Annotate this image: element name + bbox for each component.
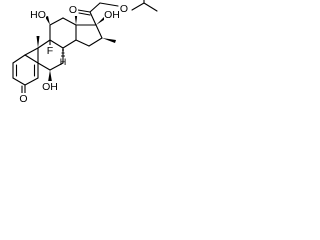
bond-c14-c8 — [62, 39, 77, 49]
bond-c16-c17 — [95, 24, 103, 39]
o21-bg — [119, 3, 129, 15]
bond-acyl-ch3 — [143, 2, 158, 12]
o3-bg — [19, 93, 29, 105]
atom-label-o-20: O — [69, 4, 77, 16]
atom-label-o-21: O — [120, 3, 128, 15]
wedge-c11-oh — [45, 16, 50, 25]
atom-label-oh-6: OH — [42, 81, 58, 93]
f-bg — [45, 45, 55, 57]
structure-drawing: HO F O OH H O OH O — [0, 0, 195, 146]
bond-c3-c4 — [24, 77, 39, 86]
bond-c12-c13 — [62, 17, 77, 26]
atom-label-h-8: H — [60, 57, 67, 67]
oh11-bg — [30, 9, 46, 21]
bond-c8-c9 — [49, 39, 64, 49]
bond-c11-c12 — [49, 17, 64, 26]
bond-c5-c10 — [24, 54, 39, 64]
wedge-c16-methyl — [102, 38, 116, 43]
bond-o-acyl — [131, 2, 145, 11]
molecule-svg: HO F O OH H O OH O — [12, 0, 158, 105]
atom-label-oh-17: OH — [104, 9, 120, 21]
bond-c2-c3 — [12, 77, 26, 86]
bond-c9-c10 — [37, 39, 51, 49]
atom-labels: HO F O OH H O OH O — [19, 3, 129, 105]
bond-c20-o-double — [78, 12, 91, 16]
o20-bg — [68, 4, 78, 16]
ring-d — [75, 24, 116, 47]
bond-c17-c20 — [89, 11, 97, 26]
atom-label-oh-11: HO — [30, 9, 46, 21]
hash-c8-h — [61, 49, 65, 57]
bond-c10-c1 — [12, 54, 26, 64]
wedge-c10-methyl — [36, 36, 40, 48]
bond-c20-o — [77, 9, 91, 13]
bond-c14-c15 — [75, 39, 90, 47]
oh6-bg — [42, 81, 58, 93]
oh17-bg — [104, 9, 120, 21]
bond-c10-link — [24, 47, 39, 56]
bond-c5-c6 — [37, 62, 51, 71]
ring-b — [24, 36, 64, 82]
wedge-c6-oh — [48, 70, 52, 82]
bond-c20-c21 — [89, 2, 101, 13]
bond-c15-c16 — [88, 37, 103, 47]
atom-label-f-9: F — [47, 45, 53, 57]
bond-c6-c7 — [49, 62, 64, 71]
ring-a — [12, 54, 39, 96]
atom-label-o-3: O — [19, 93, 27, 105]
bond-c21-o — [99, 2, 119, 7]
